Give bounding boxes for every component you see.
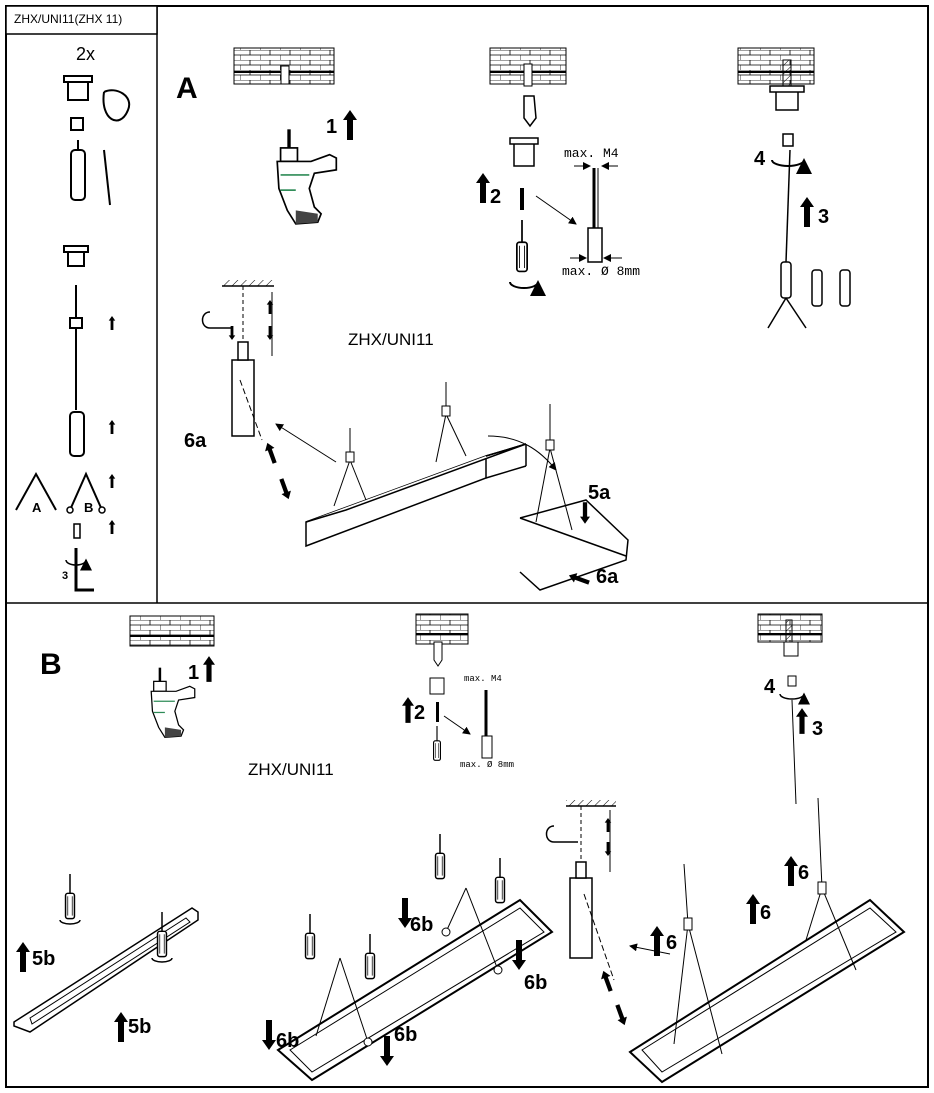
- drill-icon: [276, 128, 338, 225]
- cable-a-part: [15, 471, 57, 511]
- gripper-part: [70, 149, 86, 201]
- b-step-hang: 3: [812, 718, 824, 740]
- section-b-letter: B: [40, 648, 62, 681]
- b-step-hook-2: 6b: [276, 1030, 300, 1052]
- luminaire-bar: [305, 454, 487, 548]
- cable-b-part: [69, 471, 103, 511]
- a-step-screw: 4: [754, 148, 766, 170]
- b-step-fix-1: 5b: [32, 948, 56, 970]
- a-step-adjust: 6a: [184, 430, 207, 452]
- panel-middle: [276, 898, 554, 1082]
- b-spec-thread: max. M4: [464, 674, 502, 684]
- kit-code-box: [5, 5, 158, 35]
- a-step-hang: 3: [818, 206, 830, 228]
- section-b-model: ZHX/UNI11: [248, 760, 334, 779]
- cable-a-label: A: [32, 500, 42, 515]
- section-a-hang-step: [737, 47, 851, 329]
- a-spec-diameter: max. Ø 8mm: [562, 264, 641, 279]
- pin-part: [103, 149, 111, 206]
- b-step-screw: 4: [764, 676, 776, 698]
- small-nut-part: [70, 117, 84, 131]
- hex-step-label: 3: [62, 570, 69, 582]
- b-step-hook-1: 6b: [410, 914, 434, 936]
- b-spec-diameter: max. Ø 8mm: [460, 760, 515, 770]
- hanging-cable: [785, 149, 791, 263]
- b-step-dowel: 2: [414, 702, 426, 724]
- kit-code: ZHX/UNI11(ZHX 11): [14, 12, 123, 26]
- screwdriver-icon: [515, 220, 529, 273]
- section-b-drill-step: [129, 615, 215, 739]
- panel-left: [13, 907, 199, 1033]
- section-a-model: ZHX/UNI11: [348, 330, 434, 349]
- section-b-panels: [13, 797, 906, 1084]
- b-step-drill: 1: [188, 662, 200, 684]
- hex-key-part: [74, 548, 94, 592]
- section-a-drill-step: [233, 47, 357, 225]
- sheet-border: [5, 5, 929, 1088]
- b-step-adjust-2: 6: [760, 902, 772, 924]
- b-step-hook-4: 6b: [524, 972, 548, 994]
- section-a-dowel-step: [476, 47, 622, 297]
- section-b-hang-step: [757, 613, 823, 805]
- b-step-adjust-1: 6: [666, 932, 678, 954]
- b-step-hook-3: 6b: [394, 1024, 418, 1046]
- dowel-icon: [523, 95, 537, 128]
- a-step-fix: 5a: [588, 482, 611, 504]
- b-step-adjust-3: 6: [798, 862, 810, 884]
- a-step-slide: 6a: [596, 566, 619, 588]
- kit-parts: [15, 75, 131, 592]
- kit-quantity: 2x: [76, 44, 96, 64]
- cup-icon: [513, 141, 535, 167]
- b-step-fix-2: 5b: [128, 1016, 152, 1038]
- a-step-dowel: 2: [490, 186, 502, 208]
- section-a-letter: A: [176, 72, 198, 105]
- a-spec-thread: max. M4: [564, 146, 619, 161]
- cable-b-label: B: [84, 500, 94, 515]
- section-b-dowel-step: [402, 613, 493, 761]
- a-step-drill: 1: [326, 116, 338, 138]
- panel-right: [628, 898, 906, 1084]
- cable-coil-part: [102, 89, 131, 122]
- section-a-luminaire: [201, 280, 629, 591]
